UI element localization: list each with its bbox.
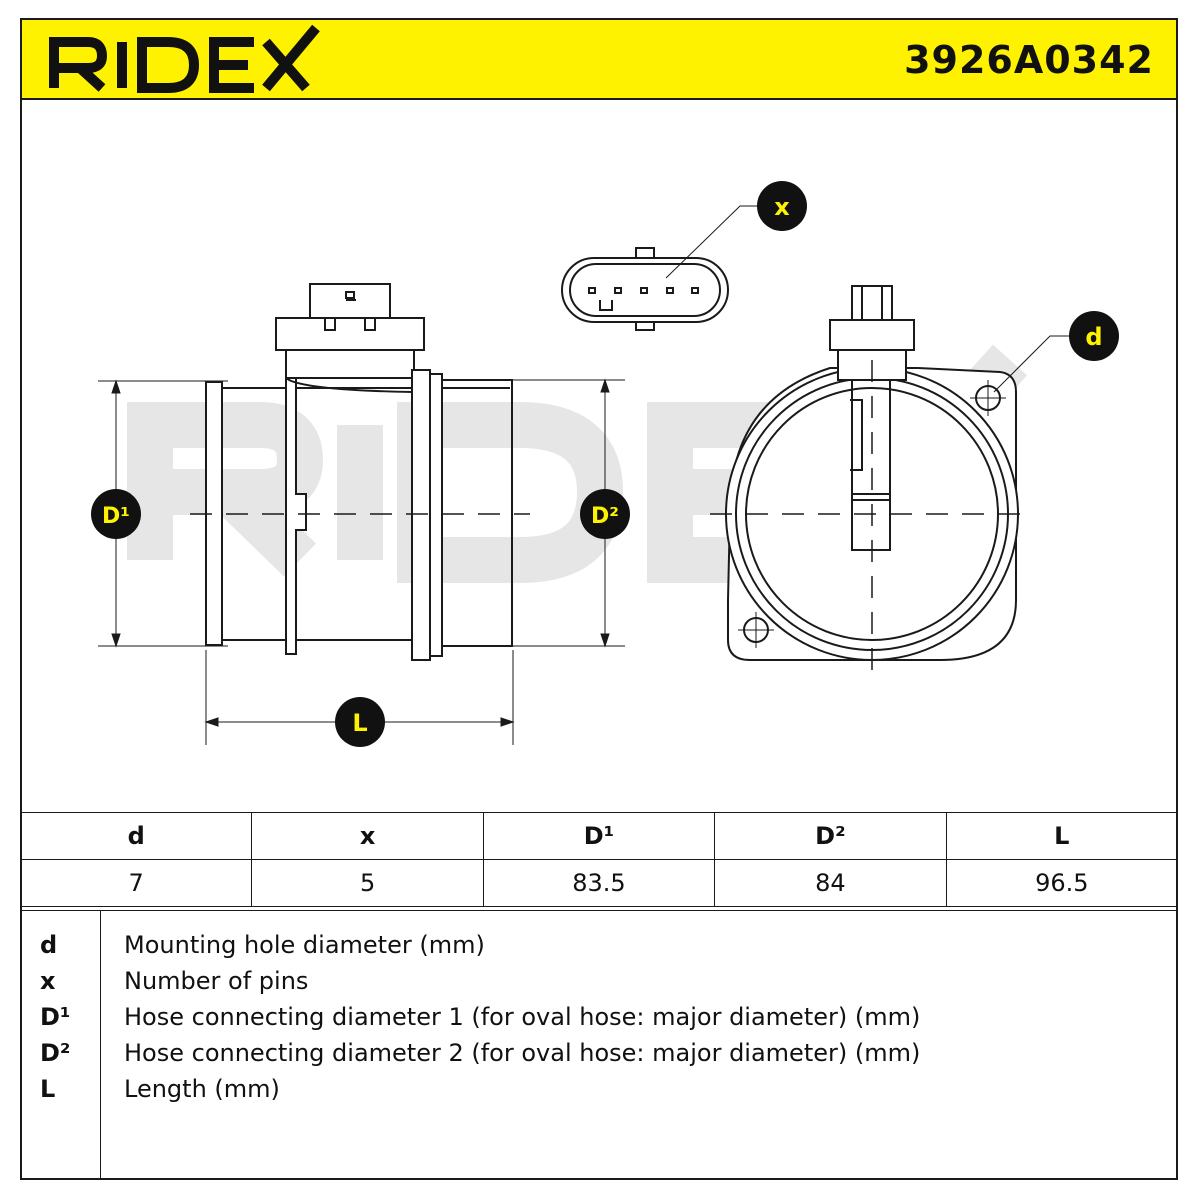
legend-divider [100,911,101,1179]
legend-description: Hose connecting diameter 1 (for oval hos… [124,1003,921,1031]
spec-table-header-row: d x D¹ D² L [19,812,1179,860]
spec-value-d1: 83.5 [482,859,716,907]
legend-description: Length (mm) [124,1075,280,1103]
legend-symbol: d [40,931,58,959]
legend-symbol: D¹ [40,1003,71,1031]
callout-d: d [1069,311,1119,361]
header-bar: 3926A0342 [20,18,1178,100]
technical-drawing: x d D¹ D² L [91,181,1119,747]
legend: d Mounting hole diameter (mm) x Number o… [20,910,1178,1180]
spec-value-l: 96.5 [945,859,1179,907]
legend-description: Number of pins [124,967,309,995]
legend-row: L Length (mm) [20,1071,1178,1107]
callout-d2: D² [580,489,630,539]
legend-symbol: D² [40,1039,71,1067]
svg-text:d: d [1085,323,1102,351]
legend-row: D¹ Hose connecting diameter 1 (for oval … [20,999,1178,1035]
callout-l: L [335,697,385,747]
callout-x: x [757,181,807,231]
spec-header-l: L [945,812,1179,860]
legend-row: x Number of pins [20,963,1178,999]
svg-text:L: L [352,709,367,737]
spec-value-d: 7 [19,859,253,907]
part-number: 3926A0342 [904,38,1154,82]
legend-symbol: x [40,967,56,995]
spec-value-x: 5 [251,859,484,907]
legend-description: Mounting hole diameter (mm) [124,931,485,959]
legend-row: d Mounting hole diameter (mm) [20,927,1178,963]
legend-symbol: L [40,1075,56,1103]
spec-table-value-row: 7 5 83.5 84 96.5 [19,859,1179,907]
svg-text:D²: D² [591,504,619,529]
svg-text:x: x [774,193,790,221]
svg-text:D¹: D¹ [102,504,130,529]
spec-header-d1: D¹ [482,812,716,860]
spec-value-d2: 84 [714,859,947,907]
spec-table: d x D¹ D² L 7 5 83.5 84 96.5 [19,812,1179,907]
legend-description: Hose connecting diameter 2 (for oval hos… [124,1039,921,1067]
callout-d1: D¹ [91,489,141,539]
legend-row: D² Hose connecting diameter 2 (for oval … [20,1035,1178,1071]
spec-header-d: d [19,812,253,860]
spec-header-d2: D² [714,812,947,860]
brand-logo [49,24,320,93]
spec-header-x: x [251,812,484,860]
